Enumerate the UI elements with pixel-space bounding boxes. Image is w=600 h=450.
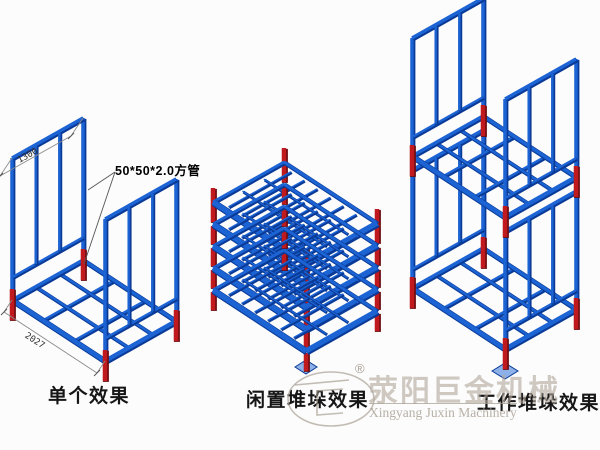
caption-single-rack: 单个效果	[48, 386, 131, 407]
caption-work-stack: 工作堆垛效果	[477, 393, 600, 414]
caption-idle-stack: 闲置堆垛效果	[246, 390, 370, 411]
tube-spec-label: 50*50*2.0方管	[115, 164, 201, 178]
